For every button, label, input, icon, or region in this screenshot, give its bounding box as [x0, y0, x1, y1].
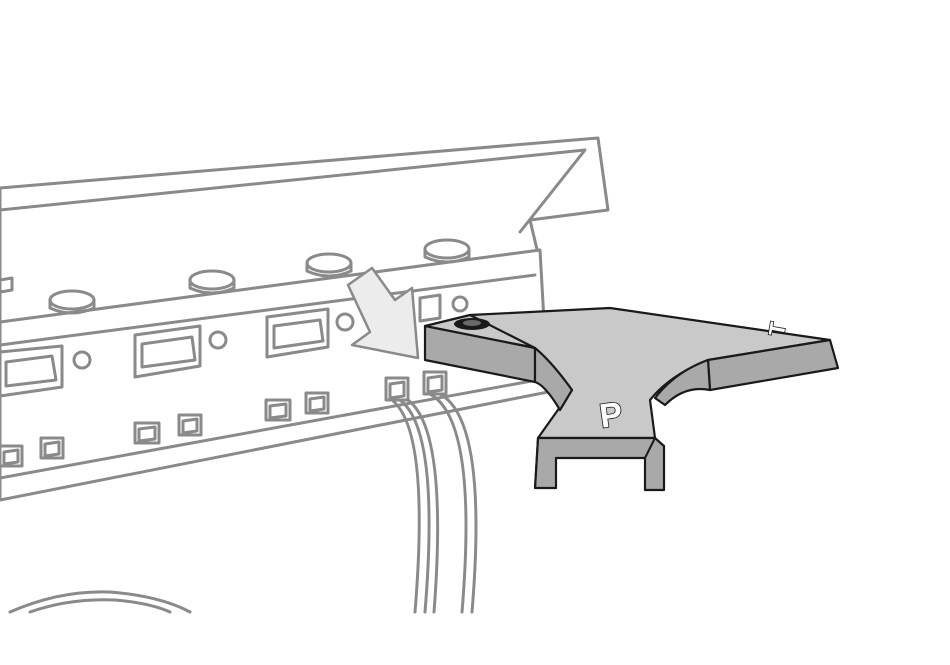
round-button [48, 289, 96, 315]
housing-bottom-edge [0, 376, 550, 480]
connector-socket [39, 436, 65, 460]
tool-inner-curve-left [533, 346, 574, 412]
housing-lid-edge [0, 148, 587, 234]
cable [28, 598, 172, 614]
tool-inner-curve-right [653, 358, 712, 407]
top-buttons [48, 238, 471, 315]
housing-left-bracket [0, 276, 14, 294]
connector-socket [264, 398, 292, 422]
tool-mounting-hole [454, 318, 490, 330]
round-button [305, 252, 353, 278]
housing-front-ledge [0, 273, 537, 347]
round-button [423, 238, 471, 264]
insertion-arrow [346, 266, 420, 360]
cable [428, 392, 468, 614]
cable [438, 392, 478, 614]
tool-stem-face [533, 436, 666, 492]
small-connectors [0, 370, 448, 468]
t-tool: P T [423, 306, 840, 492]
cable [406, 398, 440, 614]
cable [8, 590, 192, 614]
tool-letter-right: T [764, 320, 791, 338]
slot-port [418, 293, 469, 323]
connector-socket [384, 376, 410, 402]
cable [390, 398, 421, 614]
connector-socket [133, 421, 161, 445]
cables [8, 392, 478, 614]
connector-socket [0, 444, 24, 468]
slot-port [133, 324, 228, 379]
connector-socket [304, 391, 330, 415]
cable [398, 398, 431, 614]
tool-stem-edge [534, 437, 656, 489]
round-button [188, 269, 236, 295]
connector-socket [422, 370, 448, 396]
front-slots [0, 293, 469, 398]
slot-port [265, 307, 355, 359]
slot-port [0, 344, 92, 398]
connector-socket [177, 413, 203, 437]
